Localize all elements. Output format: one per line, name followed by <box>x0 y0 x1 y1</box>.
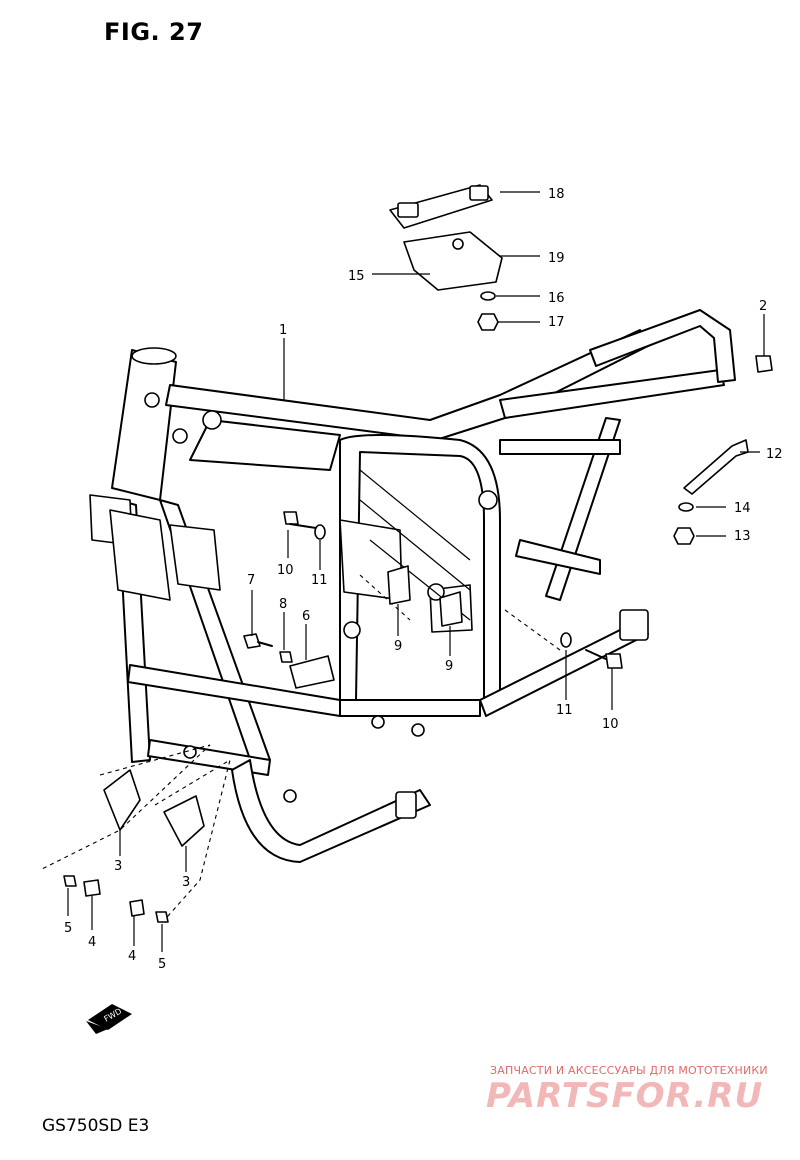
callout-4b: 4 <box>128 949 136 964</box>
callout-9b: 9 <box>445 659 453 674</box>
callout-11a: 11 <box>311 573 328 588</box>
callout-10a: 10 <box>277 563 294 578</box>
callout-12: 12 <box>766 447 783 462</box>
callout-6: 6 <box>302 609 310 624</box>
callout-18: 18 <box>548 187 565 202</box>
callout-2: 2 <box>759 299 767 314</box>
callout-5a: 5 <box>64 921 72 936</box>
callout-15: 15 <box>348 269 365 284</box>
dashed-leaders <box>39 574 561 926</box>
leader-lines <box>67 191 765 952</box>
fwd-arrow: FWD <box>86 1004 132 1034</box>
figure-title: FIG. 27 <box>104 18 204 46</box>
callout-14: 14 <box>734 501 751 516</box>
callout-3a: 3 <box>114 859 122 874</box>
callout-19: 19 <box>548 251 565 266</box>
callout-numbers: 1 2 3 3 4 4 5 5 6 7 8 9 9 10 10 11 11 12… <box>64 187 783 972</box>
main-frame <box>89 309 736 863</box>
callout-5b: 5 <box>158 957 166 972</box>
watermark-logo: PARTSFOR.RU <box>486 1076 764 1116</box>
callout-3b: 3 <box>182 875 190 890</box>
watermark-tagline: ЗАПЧАСТИ И АКСЕССУАРЫ ДЛЯ МОТОТЕХНИКИ <box>490 1064 768 1077</box>
callout-11b: 11 <box>556 703 573 718</box>
callout-17: 17 <box>548 315 565 330</box>
callout-9a: 9 <box>394 639 402 654</box>
callout-7: 7 <box>247 573 255 588</box>
loose-parts <box>63 184 773 923</box>
callout-1: 1 <box>279 323 287 338</box>
callout-10b: 10 <box>602 717 619 732</box>
callout-13: 13 <box>734 529 751 544</box>
callout-16: 16 <box>548 291 565 306</box>
callout-8: 8 <box>279 597 287 612</box>
callout-4a: 4 <box>88 935 96 950</box>
model-code: GS750SD E3 <box>42 1116 150 1136</box>
